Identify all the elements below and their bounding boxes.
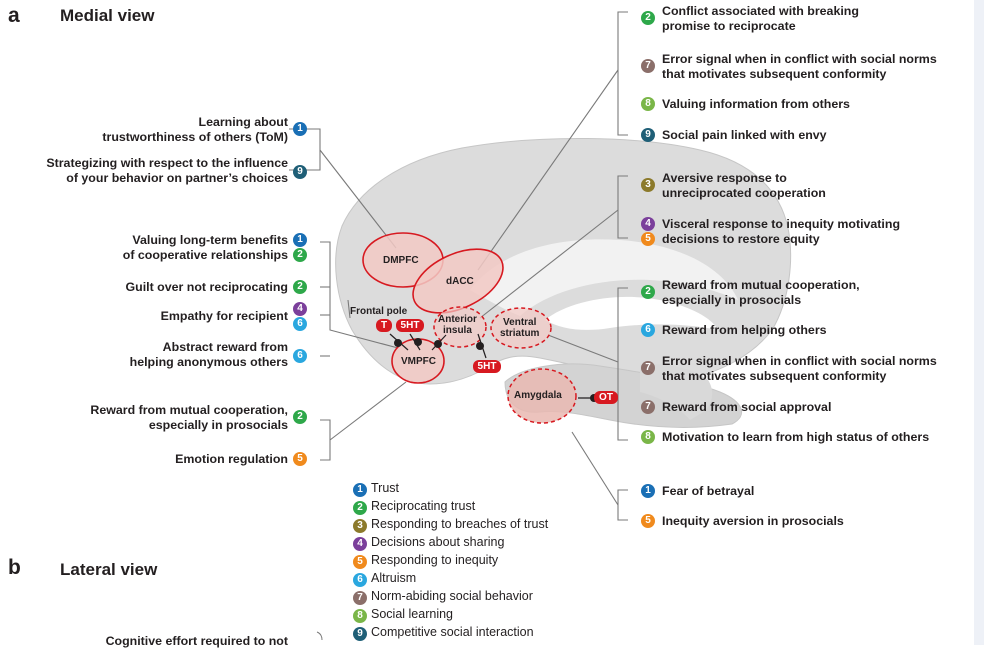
legend-badge-6: 6 — [353, 573, 367, 587]
badge-6: 6 — [641, 323, 655, 337]
legend-badge-4: 4 — [353, 537, 367, 551]
badge-4: 4 — [641, 217, 655, 231]
badge-3: 3 — [641, 178, 655, 192]
label-valuing-info: Valuing information from others — [662, 97, 850, 111]
panel-b-title: Lateral view — [60, 560, 158, 579]
insula-region — [433, 306, 487, 348]
label-social-approval: Reward from social approval — [662, 400, 832, 414]
region-dmpfc-label: DMPFC — [383, 255, 419, 266]
badge-2: 2 — [641, 285, 655, 299]
badge-2: 2 — [293, 248, 307, 262]
label-social-pain: Social pain linked with envy — [662, 128, 827, 142]
badge-1: 1 — [641, 484, 655, 498]
panel-b-letter: b — [8, 556, 21, 579]
badge-6: 6 — [293, 349, 307, 363]
serotonin-badge-insula: 5HT — [473, 360, 501, 373]
serotonin-badge: 5HT — [396, 319, 424, 332]
label-reward-helping: Reward from helping others — [662, 323, 827, 337]
connector-group-upper — [320, 241, 399, 349]
legend-badge-8: 8 — [353, 609, 367, 623]
right-edge-strip — [974, 0, 984, 645]
legend-badge-5: 5 — [353, 555, 367, 569]
badge-1: 1 — [293, 233, 307, 247]
connector-right-bottom — [617, 489, 628, 521]
dacc-region — [412, 248, 504, 314]
region-vmpfc-label: VMPFC — [401, 356, 436, 367]
label-guilt: Guilt over not reciprocating — [125, 280, 288, 294]
legend-item: Reciprocating trust — [371, 499, 476, 513]
region-frontal-pole-label: Frontal pole — [350, 306, 408, 317]
brainstem-shape — [640, 364, 713, 420]
label-emotion-regulation: Emotion regulation — [175, 452, 288, 466]
badge-6: 6 — [293, 317, 307, 331]
legend-badge-3: 3 — [353, 519, 367, 533]
legend-item: Decisions about sharing — [371, 535, 505, 549]
amygdala-region — [507, 368, 577, 424]
legend-item: Responding to inequity — [371, 553, 499, 567]
label-visceral: Visceral response to inequity motivating — [662, 217, 901, 231]
panel-a-letter: a — [8, 4, 20, 27]
panel-a-title: Medial view — [60, 6, 155, 25]
badge-2: 2 — [293, 410, 307, 424]
badge-8: 8 — [641, 430, 655, 444]
region-amygdala-label: Amygdala — [514, 390, 562, 401]
badge-5: 5 — [293, 452, 307, 466]
oxytocin-badge: OT — [594, 391, 618, 404]
badge-8: 8 — [641, 97, 655, 111]
legend-item: Altruism — [371, 571, 417, 585]
legend-item: Trust — [371, 481, 400, 495]
legend-badge-1: 1 — [353, 483, 367, 497]
testosterone-badge: T — [376, 319, 392, 332]
legend-item: Competitive social interaction — [371, 625, 534, 639]
badge-2: 2 — [641, 11, 655, 25]
badge-7: 7 — [641, 400, 655, 414]
badge-2: 2 — [293, 280, 307, 294]
badge-9: 9 — [293, 165, 307, 179]
badge-7: 7 — [641, 361, 655, 375]
bottom-bracket — [316, 631, 323, 641]
region-dacc-label: dACC — [446, 276, 474, 287]
striatum-region — [490, 307, 552, 349]
legend-badge-7: 7 — [353, 591, 367, 605]
label-reward-mutual-left: Reward from mutual cooperation,especiall… — [90, 403, 288, 432]
badge-5: 5 — [641, 232, 655, 246]
label-strategizing: Strategizing with respect to the influen… — [46, 156, 288, 185]
callosum-shape — [470, 239, 738, 316]
legend-badge-9: 9 — [353, 627, 367, 641]
label-error-signal-1: Error signal when in conflict with socia… — [662, 52, 937, 81]
badge-5: 5 — [641, 514, 655, 528]
label-empathy: Empathy for recipient — [160, 309, 288, 323]
legend-item: Norm-abiding social behavior — [371, 589, 533, 603]
label-cognitive-effort: Cognitive effort required to not — [105, 634, 288, 648]
badge-7: 7 — [641, 59, 655, 73]
badge-1: 1 — [293, 122, 307, 136]
connector-right-mid — [617, 175, 628, 239]
connector-right-big — [617, 287, 628, 441]
label-inequity-aversion: Inequity aversion in prosocials — [662, 514, 844, 528]
connector-lower-left — [320, 419, 331, 461]
label-error-signal-2: Error signal when in conflict with socia… — [662, 354, 937, 383]
label-fear-betrayal: Fear of betrayal — [662, 484, 755, 498]
legend-badge-2: 2 — [353, 501, 367, 515]
label-reward-mutual-right: Reward from mutual cooperation,especiall… — [662, 278, 860, 307]
legend-item: Responding to breaches of trust — [371, 517, 549, 531]
ventricle-shape — [545, 296, 718, 330]
connector-right-top — [617, 11, 628, 136]
label-decisions-restore: decisions to restore equity — [662, 232, 820, 246]
label-motivation: Motivation to learn from high status of … — [662, 430, 930, 444]
badge-4: 4 — [293, 302, 307, 316]
legend-item: Social learning — [371, 607, 453, 621]
badge-9: 9 — [641, 128, 655, 142]
